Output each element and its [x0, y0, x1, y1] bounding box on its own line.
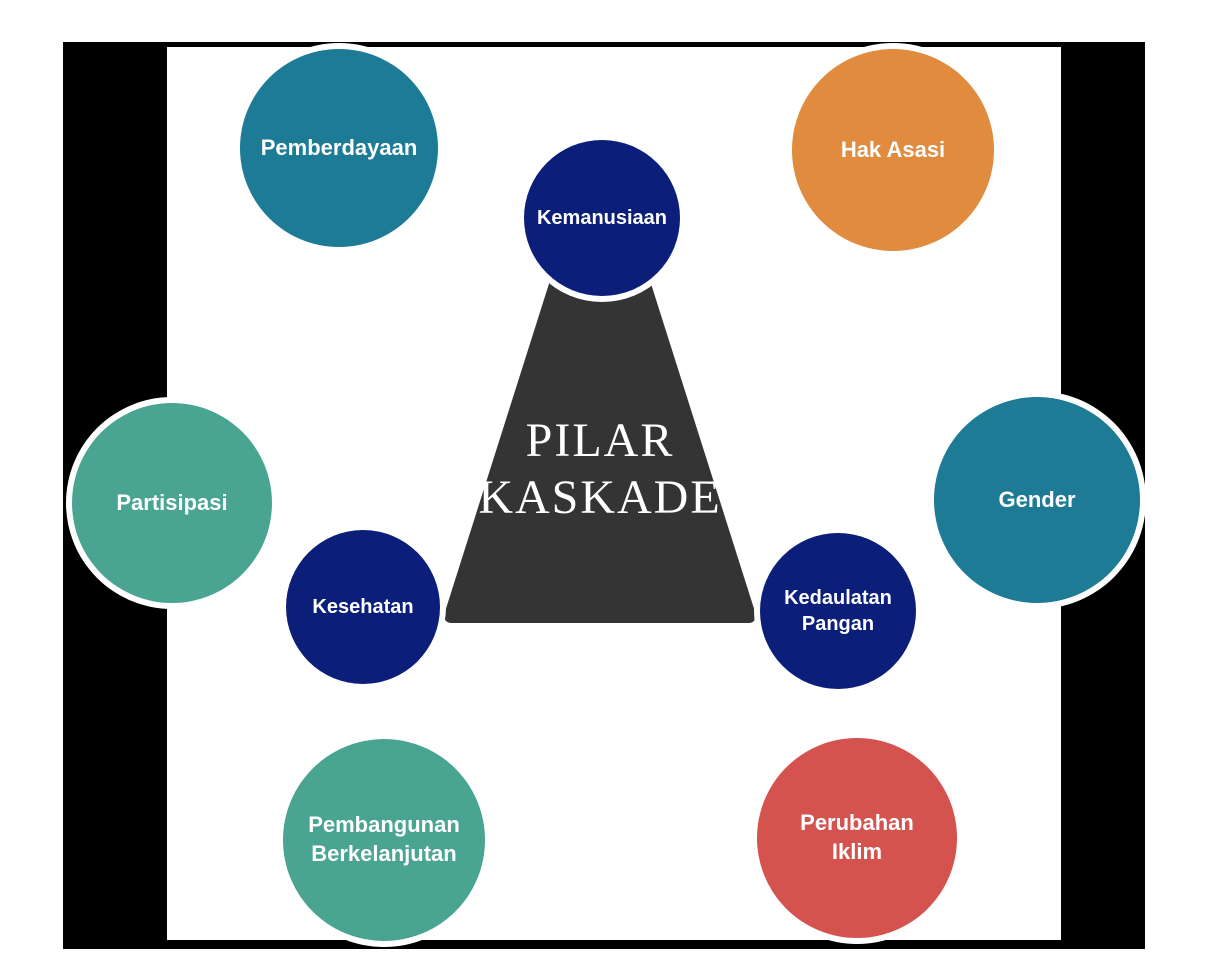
circle-kesehatan: Kesehatan: [286, 530, 440, 684]
circle-label: Partisipasi: [116, 489, 228, 515]
circle-gender: Gender: [934, 397, 1140, 603]
circle-label: Kemanusiaan: [536, 207, 668, 229]
circle-label: Kedaulatan Pangan: [784, 587, 892, 635]
circle-label: Pembangunan Berkelanjutan: [308, 812, 460, 866]
circle-kedaulatan-pangan: Kedaulatan Pangan: [760, 533, 916, 689]
title-line-1: PILAR: [525, 414, 675, 467]
circle-perubahan-iklim: Perubahan Iklim: [757, 738, 957, 938]
circle-label: Pemberdayaan: [260, 134, 418, 160]
triangle-polygon: [444, 139, 756, 623]
circle-label: Hak Asasi: [840, 136, 946, 162]
triangle-title: PILAR KASKADE: [440, 412, 760, 526]
circle-pembangunan-berkelanjutan: Pembangunan Berkelanjutan: [283, 739, 485, 941]
circle-label: Kesehatan: [312, 596, 414, 618]
circle-label: Gender: [998, 486, 1076, 512]
circle-pemberdayaan: Pemberdayaan: [240, 49, 438, 247]
circle-kemanusiaan: Kemanusiaan: [524, 140, 680, 296]
title-line-2: KASKADE: [478, 471, 722, 524]
circle-hak-asasi: Hak Asasi: [792, 49, 994, 251]
circle-label: Perubahan Iklim: [800, 810, 914, 864]
circle-partisipasi: Partisipasi: [72, 403, 272, 603]
